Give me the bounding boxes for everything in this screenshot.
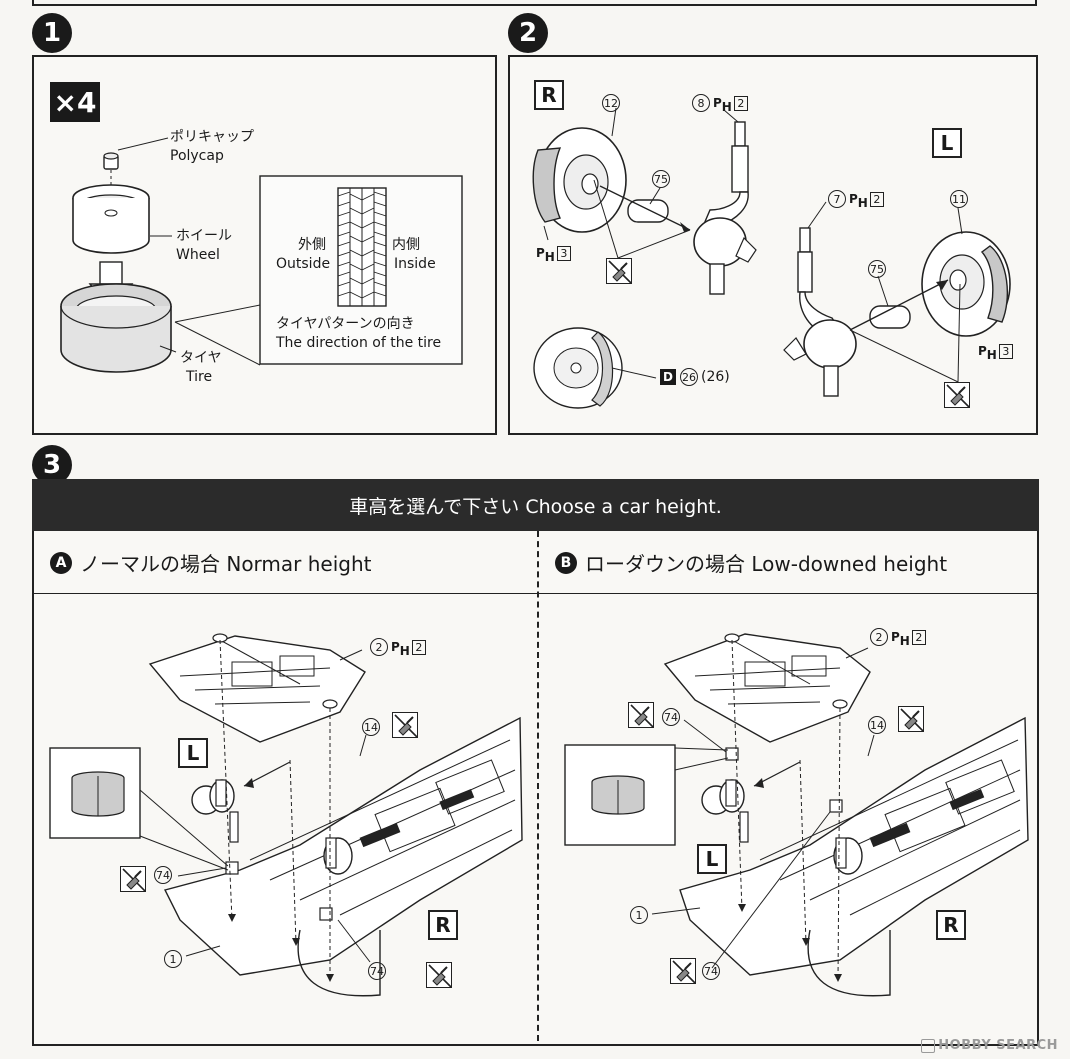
car-height-banner: 車高を選んで下さい Choose a car height.: [32, 479, 1039, 531]
a-part-74-callout-right: 74: [368, 962, 389, 980]
outside-label-en: Outside: [276, 256, 331, 272]
option-a-label: ノーマルの場合 Normar height: [80, 552, 372, 576]
a-part-74-callout-left: 74: [154, 866, 175, 884]
b-right-label: R: [936, 910, 966, 940]
step-1-badge: 1: [32, 13, 72, 53]
inside-label-jp: 内側: [392, 237, 420, 253]
tire-direction-en: The direction of the tire: [276, 335, 442, 351]
tire-label-jp: タイヤ: [180, 350, 222, 366]
watermark: HOBBY SEARCH: [921, 1038, 1058, 1053]
part-14-number: 14: [362, 718, 380, 736]
part-26-spare: (26): [701, 369, 730, 385]
cement-glue-icon: [898, 706, 924, 732]
ph-3-box: 3: [998, 344, 1013, 359]
part-7-number: 7: [828, 190, 846, 208]
wheel-label-en: Wheel: [176, 247, 220, 263]
ph-2-box: 2: [869, 192, 884, 207]
cement-glue-icon: [392, 712, 418, 738]
option-a-header: A ノーマルの場合 Normar height: [50, 548, 372, 577]
option-column-divider: [537, 531, 539, 1041]
ph-2-box: 2: [411, 640, 426, 655]
part-75-number: 75: [652, 170, 670, 188]
option-header-divider: [32, 593, 1039, 594]
part-75-callout-left: 75: [868, 260, 889, 278]
part-75-callout-right: 75: [652, 170, 673, 188]
polycap-label-jp: ポリキャップ: [170, 129, 254, 145]
a-left-label: L: [178, 738, 208, 768]
b-left-label: L: [697, 844, 727, 874]
a-right-label: R: [428, 910, 458, 940]
part-8-number: 8: [692, 94, 710, 112]
wheel-label-jp: ホイール: [176, 228, 232, 244]
part-11-number: 11: [950, 190, 968, 208]
part-12-callout: 12: [602, 94, 623, 112]
part-2-number: 2: [870, 628, 888, 646]
part-74-number: 74: [662, 708, 680, 726]
left-side-label: L: [932, 128, 962, 158]
quantity-badge: ×4: [50, 82, 100, 122]
option-b-header: B ローダウンの場合 Low-downed height: [555, 548, 947, 577]
b-part-14-callout: 14: [868, 716, 889, 734]
cement-glue-icon: [628, 702, 654, 728]
a-part-14-callout: 14: [362, 718, 383, 736]
watermark-icon: [921, 1038, 936, 1053]
cement-glue-icon: [120, 866, 146, 892]
option-b-badge: B: [555, 551, 577, 574]
watermark-text: HOBBY SEARCH: [938, 1038, 1058, 1053]
part-12-number: 12: [602, 94, 620, 112]
quantity-text: ×4: [53, 85, 97, 119]
part-11-callout: 11: [950, 190, 971, 208]
ph-2-box: 2: [911, 630, 926, 645]
part-74-number: 74: [702, 962, 720, 980]
b-part-74-callout-bottom: 74: [702, 962, 723, 980]
chassis-option-a: [49, 633, 523, 997]
polycap-label-en: Polycap: [170, 148, 224, 164]
b-part-74-callout-top: 74: [662, 708, 683, 726]
right-side-label: R: [534, 80, 564, 110]
chassis-option-b: [564, 633, 1029, 997]
step-2-badge: 2: [508, 13, 548, 53]
cement-glue-icon: [426, 962, 452, 988]
option-a-badge: A: [50, 551, 72, 574]
cement-glue-icon: [670, 958, 696, 984]
option-b-label: ローダウンの場合 Low-downed height: [585, 552, 948, 576]
a-part-1-callout: 1: [164, 950, 185, 968]
part-1-number: 1: [164, 950, 182, 968]
ph-2-box: 2: [733, 96, 748, 111]
part-74-number: 74: [154, 866, 172, 884]
cement-glue-icon: [606, 258, 632, 284]
cement-glue-icon: [944, 382, 970, 408]
inside-label-en: Inside: [394, 256, 436, 272]
part-14-number: 14: [868, 716, 886, 734]
d-runner-label: D: [660, 369, 676, 385]
part-26-number: 26: [680, 368, 698, 386]
b-part-1-callout: 1: [630, 906, 651, 924]
part-74-number: 74: [368, 962, 386, 980]
step-3-badge: 3: [32, 445, 72, 485]
tire-direction-jp: タイヤパターンの向き: [276, 316, 415, 332]
part-1-number: 1: [630, 906, 648, 924]
tire-label-en: Tire: [186, 369, 213, 385]
outside-label-jp: 外側: [298, 237, 326, 253]
ph-3-box: 3: [556, 246, 571, 261]
car-height-banner-text: 車高を選んで下さい Choose a car height.: [349, 495, 722, 518]
top-frame-edge: [32, 0, 1037, 6]
part-2-number: 2: [370, 638, 388, 656]
part-75-number: 75: [868, 260, 886, 278]
